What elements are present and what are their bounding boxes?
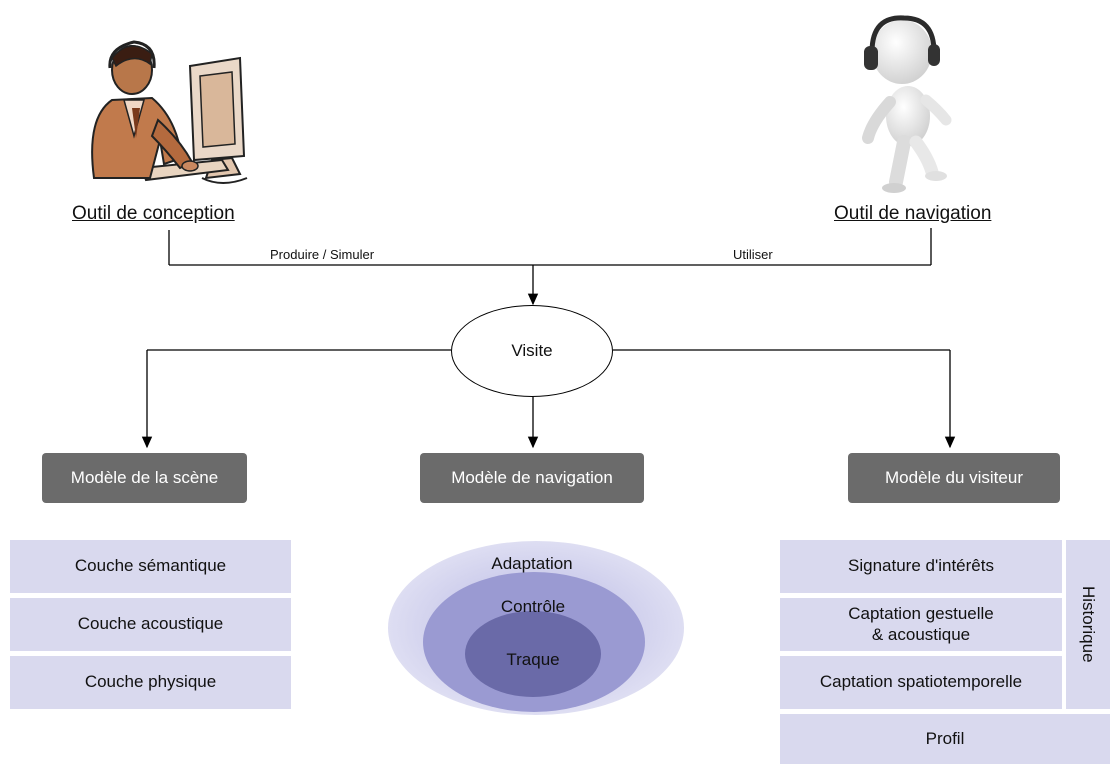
visitor-layer-history: Historique <box>1066 540 1110 709</box>
ring-inner-label: Traque <box>506 650 560 669</box>
designer-at-computer-icon <box>91 40 248 184</box>
navigation-rings <box>388 541 684 715</box>
visitor-layer-gesture-line2: & acoustique <box>871 624 971 644</box>
produce-simulate-label: Produire / Simuler <box>270 247 375 262</box>
ring-inner <box>465 611 601 697</box>
visit-node: Visite <box>451 305 613 397</box>
visitor-layer-spatiotemporal: Captation spatiotemporelle <box>780 656 1062 709</box>
visitor-layer-interests: Signature d'intérêts <box>780 540 1062 593</box>
ring-outer-label: Adaptation <box>491 554 573 573</box>
visitor-layer-profile: Profil <box>780 714 1110 764</box>
visitor-model-box: Modèle du visiteur <box>848 453 1060 503</box>
visitor-layer-gesture: Captation gestuelle & acoustique <box>780 598 1062 651</box>
navigation-model-box: Modèle de navigation <box>420 453 644 503</box>
designer-tool-label: Outil de conception <box>72 203 235 224</box>
navigator-tool-label: Outil de navigation <box>834 203 992 224</box>
use-label: Utiliser <box>733 247 773 262</box>
visit-label: Visite <box>511 341 553 360</box>
scene-layer-physical: Couche physique <box>10 656 291 709</box>
headphone-walker-icon <box>862 15 952 193</box>
ring-middle-label: Contrôle <box>500 597 566 616</box>
scene-layer-semantic: Couche sémantique <box>10 540 291 593</box>
scene-model-box: Modèle de la scène <box>42 453 247 503</box>
visitor-layer-gesture-line1: Captation gestuelle <box>848 604 994 624</box>
scene-layer-acoustic: Couche acoustique <box>10 598 291 651</box>
